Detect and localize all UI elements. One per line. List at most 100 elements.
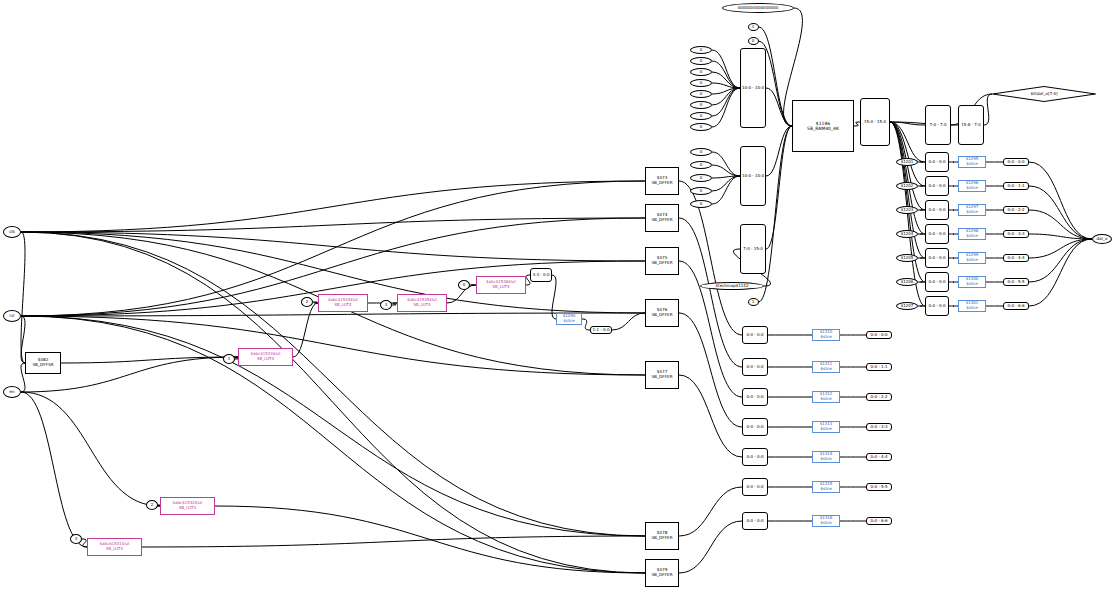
slice-box: $1313$slice <box>812 421 840 433</box>
wire <box>890 122 925 258</box>
cell-name: $0\dat_o[7:0] <box>1030 92 1057 97</box>
wire <box>840 335 866 336</box>
cell-name: 0:0 - 0:0 <box>747 365 764 370</box>
cell-name: 0 <box>700 48 703 53</box>
cell-name: 0:0 - 0:0 <box>871 333 888 338</box>
cell-box: $474SB_DFFER <box>645 204 679 232</box>
port-ellipse: 0 <box>458 280 470 290</box>
wire <box>21 218 645 232</box>
bus-split: 0:0 - 0:0 <box>925 176 949 196</box>
lut-cell: $abc$1532$lutSB_LUT4 <box>160 497 215 515</box>
lut-cell: $abc$1534$lutSB_LUT4 <box>318 294 368 312</box>
port-ellipse: rst <box>3 310 21 322</box>
slice-box: $1299$slice <box>958 252 986 264</box>
slice-box: $1311$slice <box>812 361 840 373</box>
slice-box: $1297$slice <box>958 204 986 216</box>
lut-cell: $abc$1536$lutSB_LUT4 <box>476 276 526 294</box>
cell-type: SB_DFFER <box>651 313 672 318</box>
cell-name: 0:0 - 2:2 <box>871 395 888 400</box>
lut-cell: $abc$1535$lutSB_LUT4 <box>397 294 447 312</box>
cell-name: 1 <box>752 300 755 305</box>
wire <box>712 176 740 191</box>
cell-name: 0:0 - 1:1 <box>871 365 888 370</box>
wire <box>949 186 958 187</box>
cell-type: SB_DFFER <box>651 181 672 186</box>
wire <box>679 521 742 573</box>
port-ellipse: 0 <box>690 90 712 98</box>
wire <box>712 176 740 204</box>
cell-name: $1205 <box>901 256 914 261</box>
cell-type: $slice <box>966 234 978 239</box>
cell-name: clk <box>9 230 15 235</box>
cell-name: 1 <box>228 357 231 362</box>
wire <box>21 261 645 316</box>
wire <box>918 234 925 235</box>
bus-split: 0:0 - 0:0 <box>742 326 768 344</box>
port-ellipse: 0 <box>690 148 712 156</box>
bus-split: 15:8 - 7:0 <box>958 105 984 145</box>
bus-split: 15:0 - 15:0 <box>860 98 890 146</box>
cell-name: $1201 <box>901 160 914 165</box>
wire <box>768 335 812 336</box>
wire <box>766 88 792 126</box>
cell-name: 0 <box>463 283 466 288</box>
bus-split: 0:0 - 5:5 <box>866 483 892 491</box>
wire <box>21 316 645 536</box>
wire <box>712 88 740 127</box>
cell-name: 0 <box>700 103 703 108</box>
cell-box: $477SB_DFFER <box>645 361 679 389</box>
wire <box>840 487 866 488</box>
port-ellipse: 0 <box>690 187 712 195</box>
wire <box>768 457 812 458</box>
port-ellipse: $1201 <box>896 158 918 166</box>
cell-name: 15:0 - 15:0 <box>864 120 886 125</box>
wire <box>768 367 812 368</box>
wire <box>840 367 866 368</box>
cell-name: $1203 <box>901 208 914 213</box>
port-ellipse: 0 <box>690 46 712 54</box>
wire <box>21 232 645 375</box>
cell-type: $slice <box>966 186 978 191</box>
wire <box>712 83 740 88</box>
wire <box>949 282 958 283</box>
bus-split: 0:0 - 5:5 <box>1003 278 1029 286</box>
cell-name: $1207 <box>901 304 914 309</box>
wire <box>890 122 925 282</box>
wire <box>918 282 925 283</box>
cell-name: 0:0 - 6:6 <box>871 519 888 524</box>
wire <box>679 375 742 457</box>
cell-box: $475SB_DFFER <box>645 247 679 275</box>
cell-type: SB_DFFSR <box>32 363 53 368</box>
port-ellipse: $1202 <box>896 182 918 190</box>
wire <box>768 397 812 398</box>
bus-split: 0:0 - 0:0 <box>925 152 949 172</box>
wire <box>840 521 866 522</box>
wire <box>840 457 866 458</box>
cell-type: $slice <box>966 258 978 263</box>
wire <box>21 232 645 536</box>
wire <box>679 313 742 427</box>
slice-box: $1300$slice <box>958 276 986 288</box>
cell-name: 0:0 - 0:0 <box>747 395 764 400</box>
port-ellipse: $1207 <box>896 302 918 310</box>
cell-type: $slice <box>966 210 978 215</box>
wire <box>984 94 992 125</box>
wire <box>890 122 925 210</box>
ram-cell: $1186SB_RAM40_4K <box>792 100 854 152</box>
wire <box>949 234 958 235</box>
cell-type: $slice <box>966 162 978 167</box>
cell-name: 7:0 - 15:0 <box>743 247 762 252</box>
wire <box>21 357 238 392</box>
port-ellipse: 0 <box>690 57 712 65</box>
cell-type: $slice <box>966 306 978 311</box>
cell-name: 0:0 - 0:0 <box>747 425 764 430</box>
cell-type: $slice <box>820 521 832 526</box>
port-ellipse: 0000000000000000 <box>722 3 794 13</box>
cell-name: 0 <box>752 39 755 44</box>
wire <box>21 181 645 232</box>
wire <box>949 210 958 211</box>
bus-split: 10:0 - 10:0 <box>740 146 766 206</box>
cell-box: $473SB_DFFER <box>645 167 679 195</box>
bus-split: 0:0 - 4:4 <box>1003 254 1029 262</box>
wire <box>949 162 958 163</box>
